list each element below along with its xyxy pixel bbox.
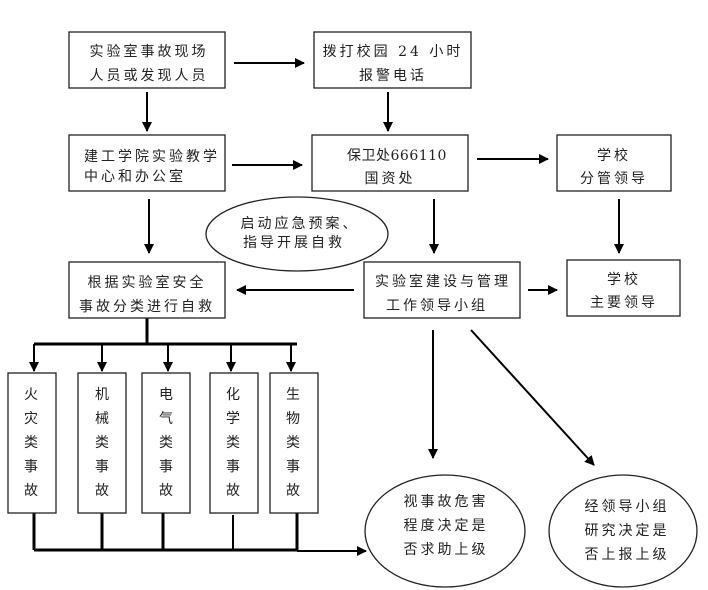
node-label: 事故分类进行自救 [79, 299, 215, 315]
node-label: 分管领导 [580, 171, 648, 187]
node-label: 保卫处666110 [347, 148, 447, 164]
category-char: 类 [286, 435, 300, 451]
node-label: 实验室建设与管理 [375, 273, 511, 290]
node-college-center: 建工学院实验教学 中心和办公室 [68, 134, 226, 192]
node-school-main-leader: 学校 主要领导 [566, 259, 681, 317]
category-fire: 火 灾 类 事 故 [7, 372, 57, 514]
node-label: 指导开展自救 [243, 235, 345, 251]
category-char: 气 [159, 411, 173, 427]
node-school-deputy-leader: 学校 分管领导 [556, 134, 672, 192]
node-label: 报警电话 [359, 68, 427, 84]
category-char: 机 [95, 387, 109, 403]
node-security-office: 保卫处666110 国资处 [311, 134, 469, 192]
category-char: 事 [24, 459, 38, 475]
category-char: 事 [226, 459, 240, 475]
node-label: 程度决定是 [404, 518, 489, 534]
node-label: 视事故危害 [404, 494, 489, 510]
category-char: 电 [159, 387, 173, 403]
node-self-rescue-by-category: 根据实验室安全 事故分类进行自救 [68, 261, 226, 319]
category-char: 故 [286, 483, 300, 499]
node-report-decision: 经领导小组 研究决定是 否上报上级 [548, 474, 698, 588]
node-label: 实验室事故现场 [90, 43, 209, 60]
category-electrical: 电 气 类 事 故 [141, 372, 191, 514]
node-campus-hotline: 拨打校园 24 小时 报警电话 [313, 31, 472, 89]
category-char: 事 [286, 459, 300, 475]
category-char: 故 [95, 483, 109, 499]
category-char: 故 [24, 483, 38, 499]
node-label: 主要领导 [590, 295, 658, 311]
category-char: 生 [286, 387, 300, 403]
node-label: 启动应急预案、 [241, 215, 360, 232]
category-char: 事 [159, 459, 173, 475]
category-char: 械 [95, 411, 109, 427]
node-label: 根据实验室安全 [88, 274, 207, 291]
connectors [29, 58, 624, 556]
node-start-emergency-plan: 启动应急预案、 指导开展自救 [205, 196, 389, 272]
node-label: 否上报上级 [585, 547, 670, 563]
node-label: 经领导小组 [585, 499, 670, 515]
category-char: 学 [226, 411, 240, 427]
node-label: 工作领导小组 [386, 298, 488, 314]
node-label: 否求助上级 [404, 542, 489, 558]
node-label: 中心和办公室 [84, 168, 186, 185]
node-label: 人员或发现人员 [90, 68, 209, 84]
category-char: 故 [226, 483, 240, 499]
node-scene-personnel: 实验室事故现场 人员或发现人员 [68, 31, 226, 89]
category-char: 类 [226, 435, 240, 451]
node-seek-help-decision: 视事故危害 程度决定是 否求助上级 [364, 474, 526, 588]
node-lab-leading-group: 实验室建设与管理 工作领导小组 [363, 261, 521, 319]
category-chemical: 化 学 类 事 故 [209, 372, 259, 514]
node-label: 学校 [607, 271, 641, 288]
category-biological: 生 物 类 事 故 [269, 372, 319, 514]
edge-group-to-report [470, 329, 595, 466]
category-char: 事 [95, 459, 109, 475]
category-mechanical: 机 械 类 事 故 [77, 372, 127, 514]
category-char: 类 [24, 435, 38, 451]
category-char: 灾 [24, 410, 38, 427]
category-char: 火 [24, 387, 38, 403]
node-label: 学校 [597, 147, 631, 164]
category-char: 类 [95, 435, 109, 451]
node-label: 拨打校园 24 小时 [323, 43, 464, 60]
node-label: 建工学院实验教学 [84, 149, 220, 165]
category-char: 故 [159, 483, 173, 499]
category-char: 化 [226, 387, 240, 403]
category-char: 类 [159, 435, 173, 451]
node-label: 研究决定是 [585, 523, 670, 539]
category-char: 物 [286, 411, 300, 427]
node-label: 国资处 [365, 171, 416, 187]
